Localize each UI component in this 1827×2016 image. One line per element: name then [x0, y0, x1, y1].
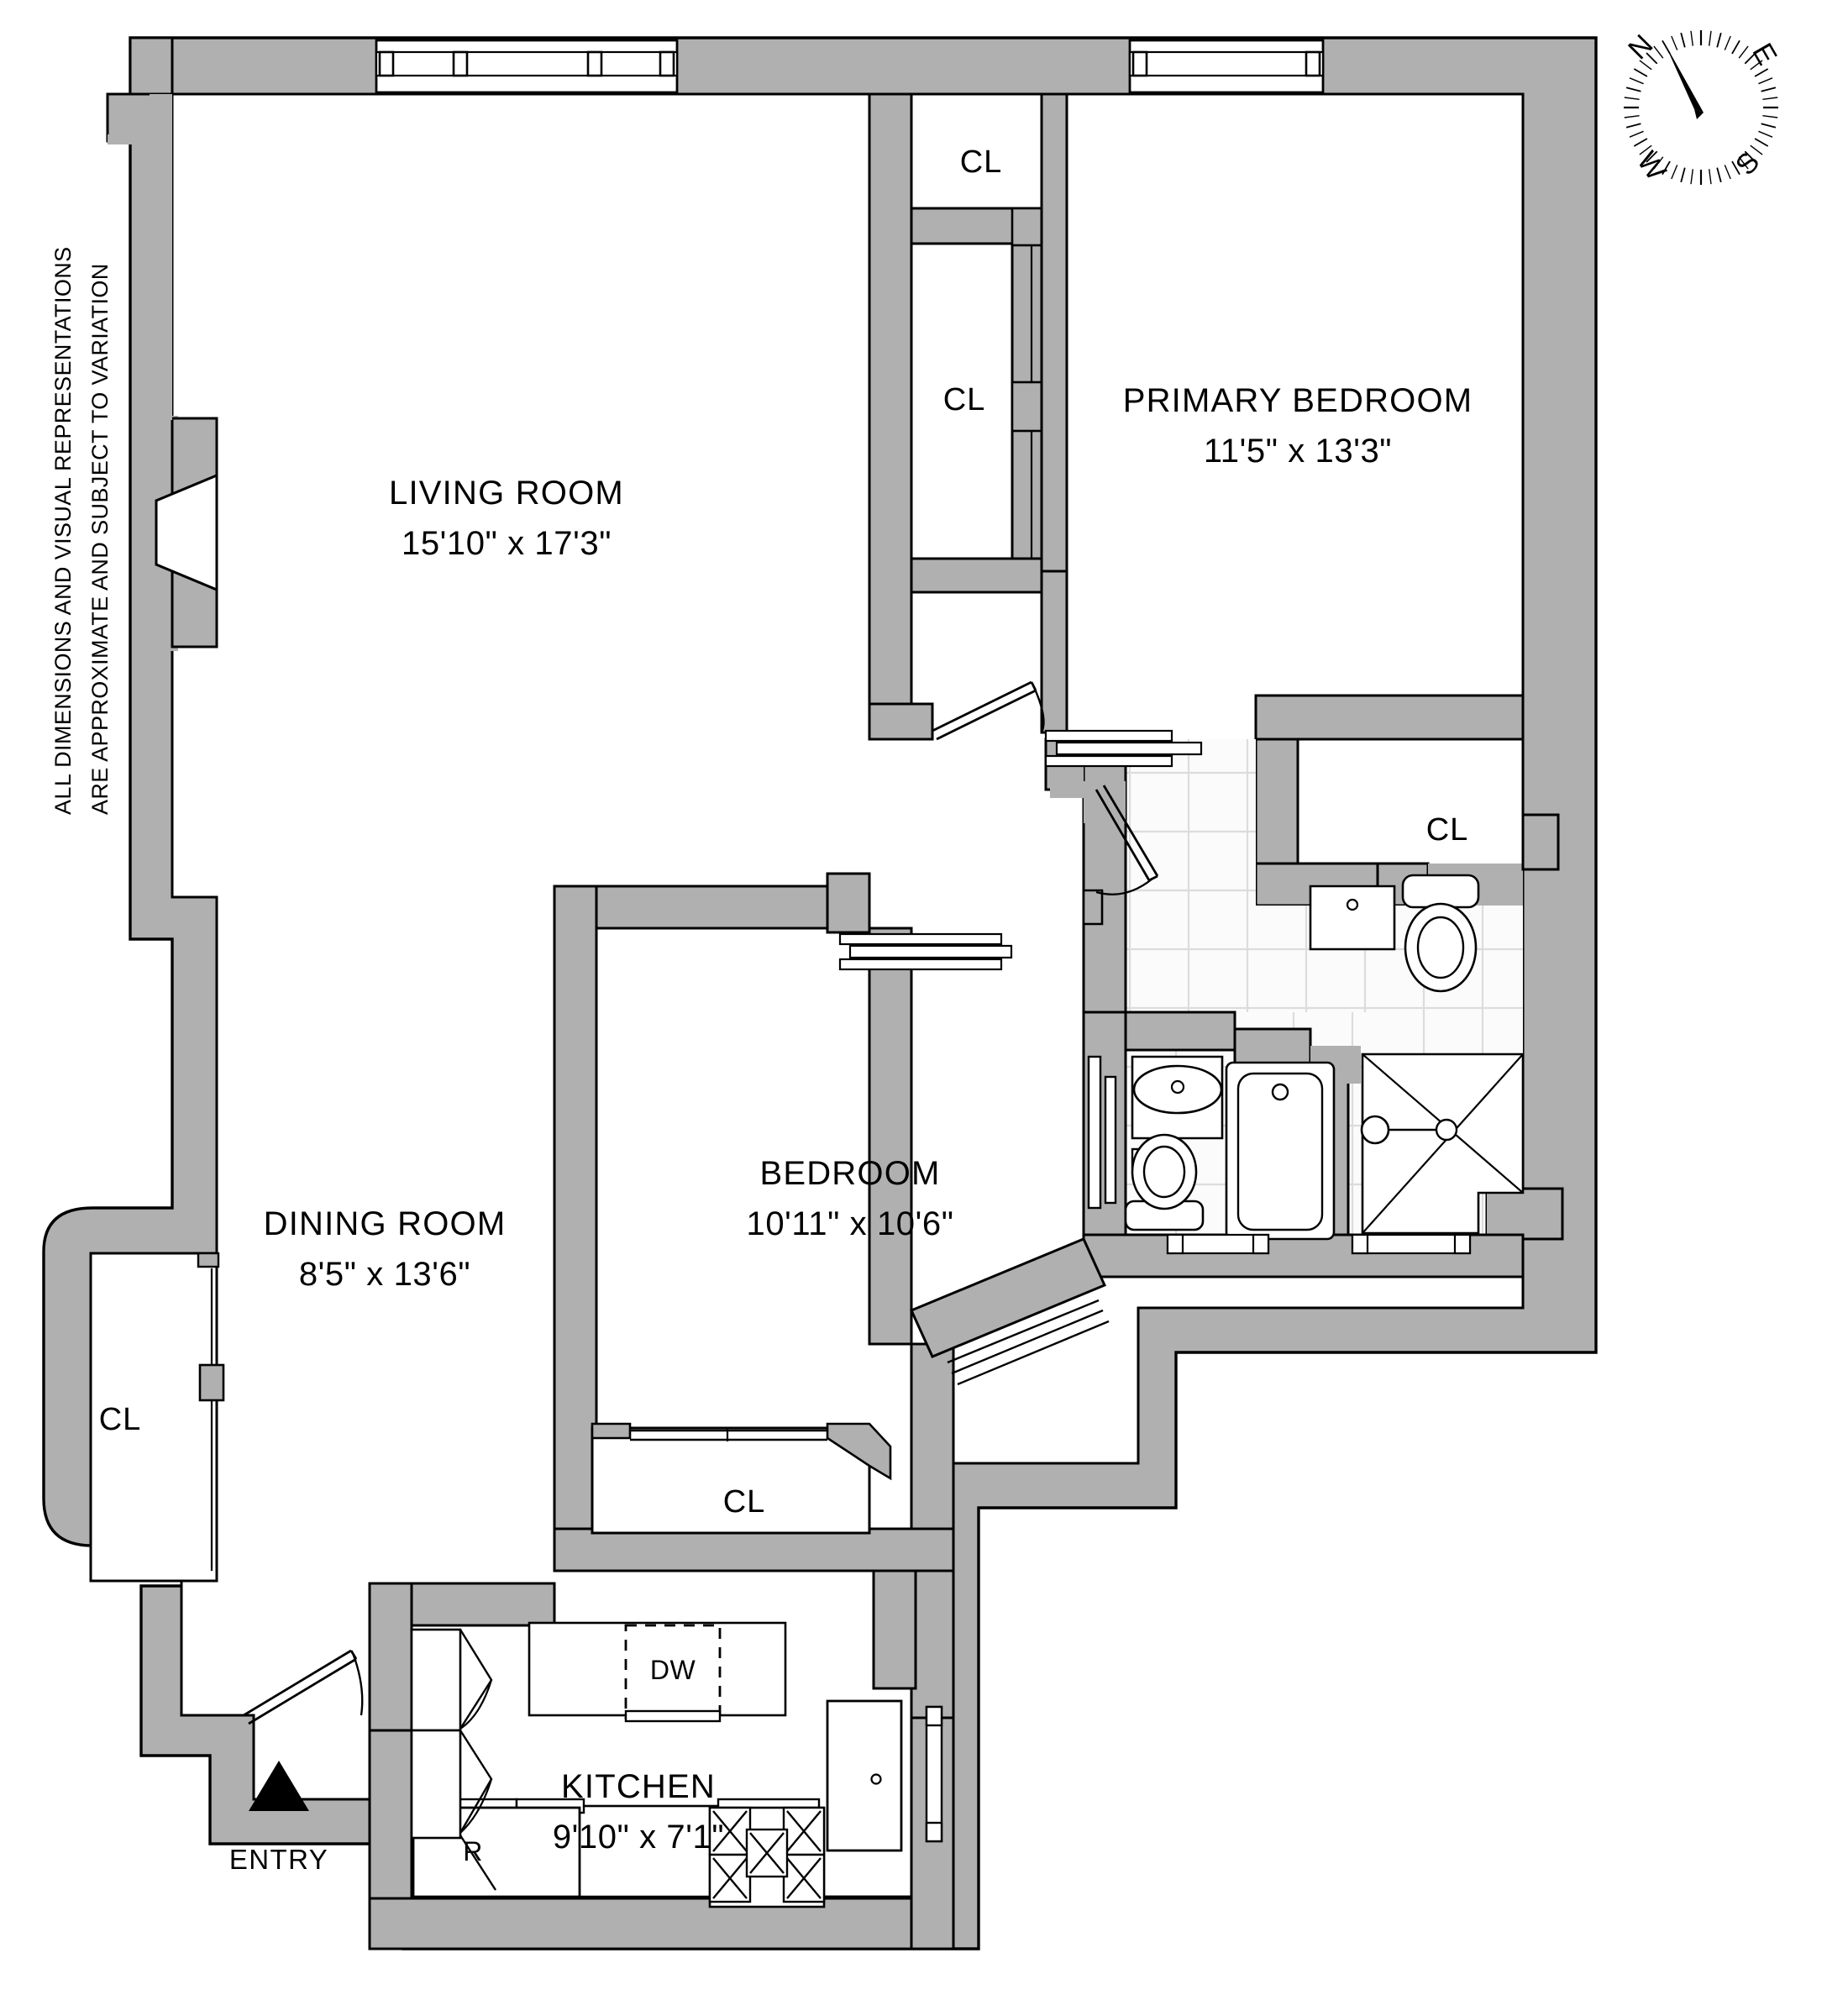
- second-bath-toilet: [1124, 1133, 1205, 1231]
- compass-needle-tail-icon: [1694, 109, 1704, 119]
- sliding-door-bedroom[interactable]: [838, 932, 1013, 971]
- second-bath-tub: [1225, 1061, 1336, 1241]
- living-room-name: LIVING ROOM: [389, 475, 624, 512]
- compass-needle-icon: [1664, 42, 1704, 113]
- kitchen-door[interactable]: [826, 1699, 943, 1852]
- second-bath-sink: [1131, 1055, 1224, 1169]
- range-cooktop: [708, 1806, 826, 1908]
- corridor-slider[interactable]: [947, 1299, 1110, 1386]
- dishwasher-label: DW: [650, 1655, 696, 1685]
- dishwasher: [624, 1624, 722, 1723]
- primary-bath-door[interactable]: [1095, 785, 1159, 895]
- entry-door[interactable]: [243, 1649, 364, 1725]
- bedroom-dimensions: 10'11" x 10'6": [746, 1205, 953, 1242]
- entry-triangle-icon: [249, 1761, 309, 1811]
- sliding-door-upper[interactable]: [1044, 729, 1203, 768]
- dining-room-name: DINING ROOM: [264, 1205, 507, 1242]
- window-primary-bedroom: [1128, 39, 1325, 94]
- kitchen-dimensions: 9'10" x 7'1": [553, 1819, 724, 1856]
- bedroom-name: BEDROOM: [759, 1155, 940, 1192]
- primary-bath-toilet: [1401, 874, 1480, 993]
- disclaimer-block: ALL DIMENSIONS AND VISUAL REPRESENTATION…: [50, 246, 113, 815]
- entry-label: ENTRY: [229, 1844, 328, 1875]
- closet-bedroom-label: CL: [723, 1484, 766, 1520]
- closet-hall-upper-label: CL: [960, 144, 1003, 180]
- bath-thresholds: [1166, 1233, 1472, 1255]
- disclaimer-line-2: ARE APPROXIMATE AND SUBJECT TO VARIATION: [87, 263, 113, 815]
- dining-room-dimensions: 8'5" x 13'6": [299, 1256, 470, 1293]
- closet-dining-label: CL: [99, 1402, 142, 1437]
- kitchen-name: KITCHEN: [561, 1768, 716, 1805]
- entry-bifold-doors[interactable]: [410, 1628, 497, 1891]
- refrigerator-label: R: [463, 1836, 483, 1866]
- primary-bedroom-name: PRIMARY BEDROOM: [1123, 382, 1473, 419]
- primary-bath-vanity: [1309, 885, 1396, 951]
- living-room-dimensions: 15'10" x 17'3": [402, 525, 612, 562]
- dining-closet: [89, 1252, 225, 1583]
- primary-bath-shower: [1360, 1053, 1525, 1235]
- disclaimer-line-1: ALL DIMENSIONS AND VISUAL REPRESENTATION…: [50, 246, 76, 815]
- closet-primary-bath-label: CL: [1426, 812, 1469, 848]
- window-living-room: [375, 39, 679, 94]
- closet-labels: CL CL CL CL CL: [99, 144, 1469, 1520]
- hall-door-living[interactable]: [932, 680, 1045, 741]
- room-labels: LIVING ROOM 15'10" x 17'3" PRIMARY BEDRO…: [264, 382, 1473, 1856]
- closet-hall-walkin-label: CL: [943, 382, 986, 417]
- second-bath-door[interactable]: [1087, 1055, 1117, 1210]
- primary-bedroom-dimensions: 11'5" x 13'3": [1204, 433, 1392, 470]
